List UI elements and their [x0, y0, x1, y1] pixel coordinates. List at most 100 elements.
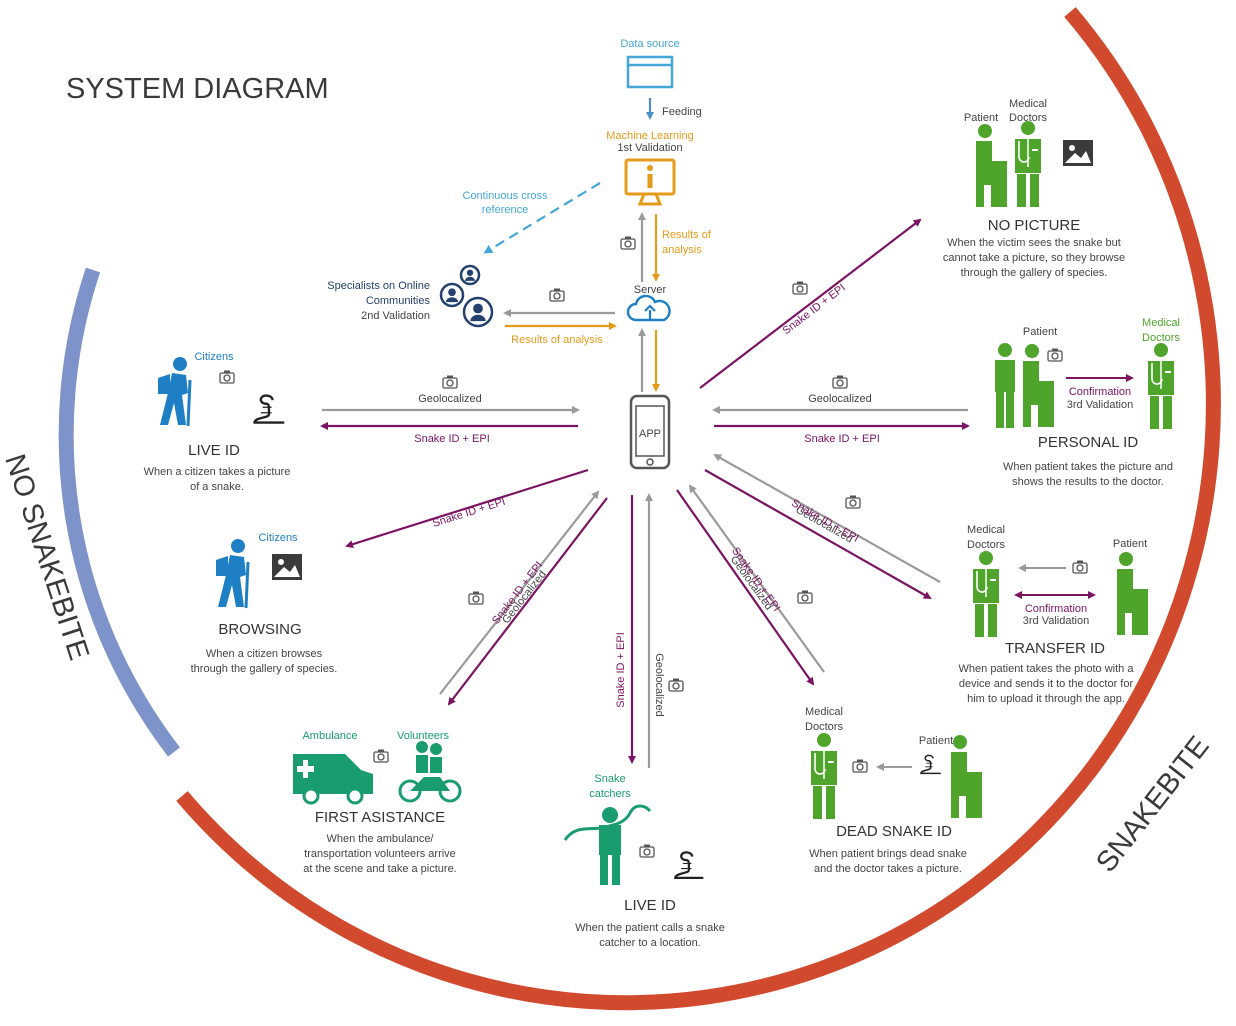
camera-icon — [1072, 559, 1088, 574]
bike-frame — [410, 777, 450, 791]
first-aid-desc: When the ambulance/ — [326, 833, 434, 845]
patient-icon — [976, 124, 1007, 207]
doctor-icon — [810, 732, 838, 820]
first-aid-desc: transportation volunteers arrive — [304, 848, 456, 860]
camera-icon — [219, 369, 235, 384]
camera-icon — [620, 235, 636, 250]
continuous-label: reference — [482, 204, 528, 216]
dead-snake-desc: When patient brings dead snake — [809, 848, 967, 860]
specialist-head — [466, 269, 474, 276]
info-glyph-dot — [647, 165, 653, 171]
live-left-desc: of a snake. — [190, 481, 244, 493]
patient-label: Patient — [919, 735, 953, 747]
window-frame — [626, 55, 674, 89]
dead-snake-geo-arrow — [688, 484, 825, 673]
gallery-image-icon — [1063, 140, 1093, 166]
catcher-body — [599, 825, 621, 885]
dead-snake-title: DEAD SNAKE ID — [836, 823, 952, 840]
transfer-geo-arrow — [713, 454, 941, 583]
browsing-desc: through the gallery of species. — [191, 663, 338, 675]
cloud-upload-icon — [626, 294, 671, 322]
phone-body — [629, 394, 671, 470]
patient-icon — [951, 735, 982, 818]
snake-icon — [674, 851, 704, 880]
no-picture-snake-label: Snake ID + EPI — [781, 282, 848, 337]
doctors-label: Medical — [1009, 98, 1047, 110]
specialist-body — [470, 314, 486, 322]
results-label: Results of — [662, 229, 712, 241]
ambulance-label: Ambulance — [302, 730, 357, 742]
doctor-icon — [1014, 120, 1042, 208]
camera-icon — [845, 494, 861, 509]
live-left-desc: When a citizen takes a picture — [144, 466, 291, 478]
server-label: Server — [634, 284, 667, 296]
gallery-image-icon — [272, 554, 302, 580]
browsing-snake-label: Snake ID + EPI — [431, 496, 507, 530]
live-left-title: LIVE ID — [188, 442, 240, 459]
data-source-label: Data source — [620, 38, 679, 50]
patient-label: Patient — [964, 112, 998, 124]
snake-icon — [253, 394, 285, 424]
specialists-label: Specialists on Online — [327, 280, 430, 292]
rider-head — [430, 743, 442, 755]
catcher-head — [602, 807, 618, 823]
doctors-label: Medical — [967, 524, 1005, 536]
no-picture-desc: When the victim sees the snake but — [947, 237, 1121, 249]
rider-body — [416, 755, 442, 773]
live-bottom-snake-label: Snake ID + EPI — [615, 632, 627, 708]
dead-snake-icon — [920, 754, 941, 775]
validation-label: 3rd Validation — [1023, 615, 1089, 627]
dead-snake-desc: and the doctor takes a picture. — [814, 863, 962, 875]
camera-icon — [832, 374, 848, 389]
camera-icon — [639, 843, 655, 858]
results-left-label: Results of analysis — [511, 334, 603, 346]
doctor-icon — [972, 550, 1000, 638]
hiker-icon — [156, 355, 192, 428]
personal-snake-label: Snake ID + EPI — [804, 433, 880, 445]
info-glyph-stem — [647, 174, 653, 188]
camera-icon — [468, 590, 484, 605]
specialist-body — [445, 297, 459, 303]
rider-head — [416, 741, 428, 753]
dead-snake-snake-arrow — [676, 489, 815, 686]
doctors-label: Doctors — [805, 721, 843, 733]
confirmation-label: Confirmation — [1069, 386, 1131, 398]
volunteers-label: Volunteers — [397, 730, 449, 742]
continuous-label: Continuous cross — [463, 190, 548, 202]
motorbike-volunteers-icon — [398, 741, 462, 803]
camera-icon — [852, 758, 868, 773]
wheel — [302, 787, 320, 805]
citizens-label: Citizens — [258, 532, 298, 544]
doctors-label: Doctors — [1142, 332, 1180, 344]
specialist-head — [448, 288, 456, 297]
doctors-label: Medical — [1142, 317, 1180, 329]
monitor-screen — [624, 158, 676, 196]
cloud-shape — [626, 294, 671, 322]
live-bottom-desc: catcher to a location. — [599, 937, 701, 949]
personal-geo-label: Geolocalized — [808, 393, 872, 405]
live-bottom-title: LIVE ID — [624, 897, 676, 914]
no-picture-desc: through the gallery of species. — [961, 267, 1108, 279]
specialists-label: Communities — [366, 295, 431, 307]
transfer-id-desc: him to upload it through the app. — [967, 693, 1125, 705]
monitor-stand — [637, 193, 663, 206]
camera-icon — [1047, 347, 1063, 362]
first-aid-snake-arrow — [447, 497, 608, 706]
doctors-label: Medical — [805, 706, 843, 718]
doctors-label: Doctors — [1009, 112, 1047, 124]
live-left-snake-label: Snake ID + EPI — [414, 433, 490, 445]
first-aid-title: FIRST ASISTANCE — [315, 809, 445, 826]
continuous-arrow-1 — [483, 182, 601, 254]
snake-catchers-label: catchers — [589, 788, 631, 800]
live-bottom-geo-label: Geolocalized — [653, 653, 665, 717]
browsing-desc: When a citizen browses — [206, 648, 323, 660]
specialists-network-icon — [439, 264, 494, 328]
camera-icon — [668, 677, 684, 692]
camera-icon — [797, 589, 813, 604]
confirmation-label: Confirmation — [1025, 603, 1087, 615]
person-icon — [995, 343, 1015, 428]
browsing-title: BROWSING — [218, 621, 301, 638]
